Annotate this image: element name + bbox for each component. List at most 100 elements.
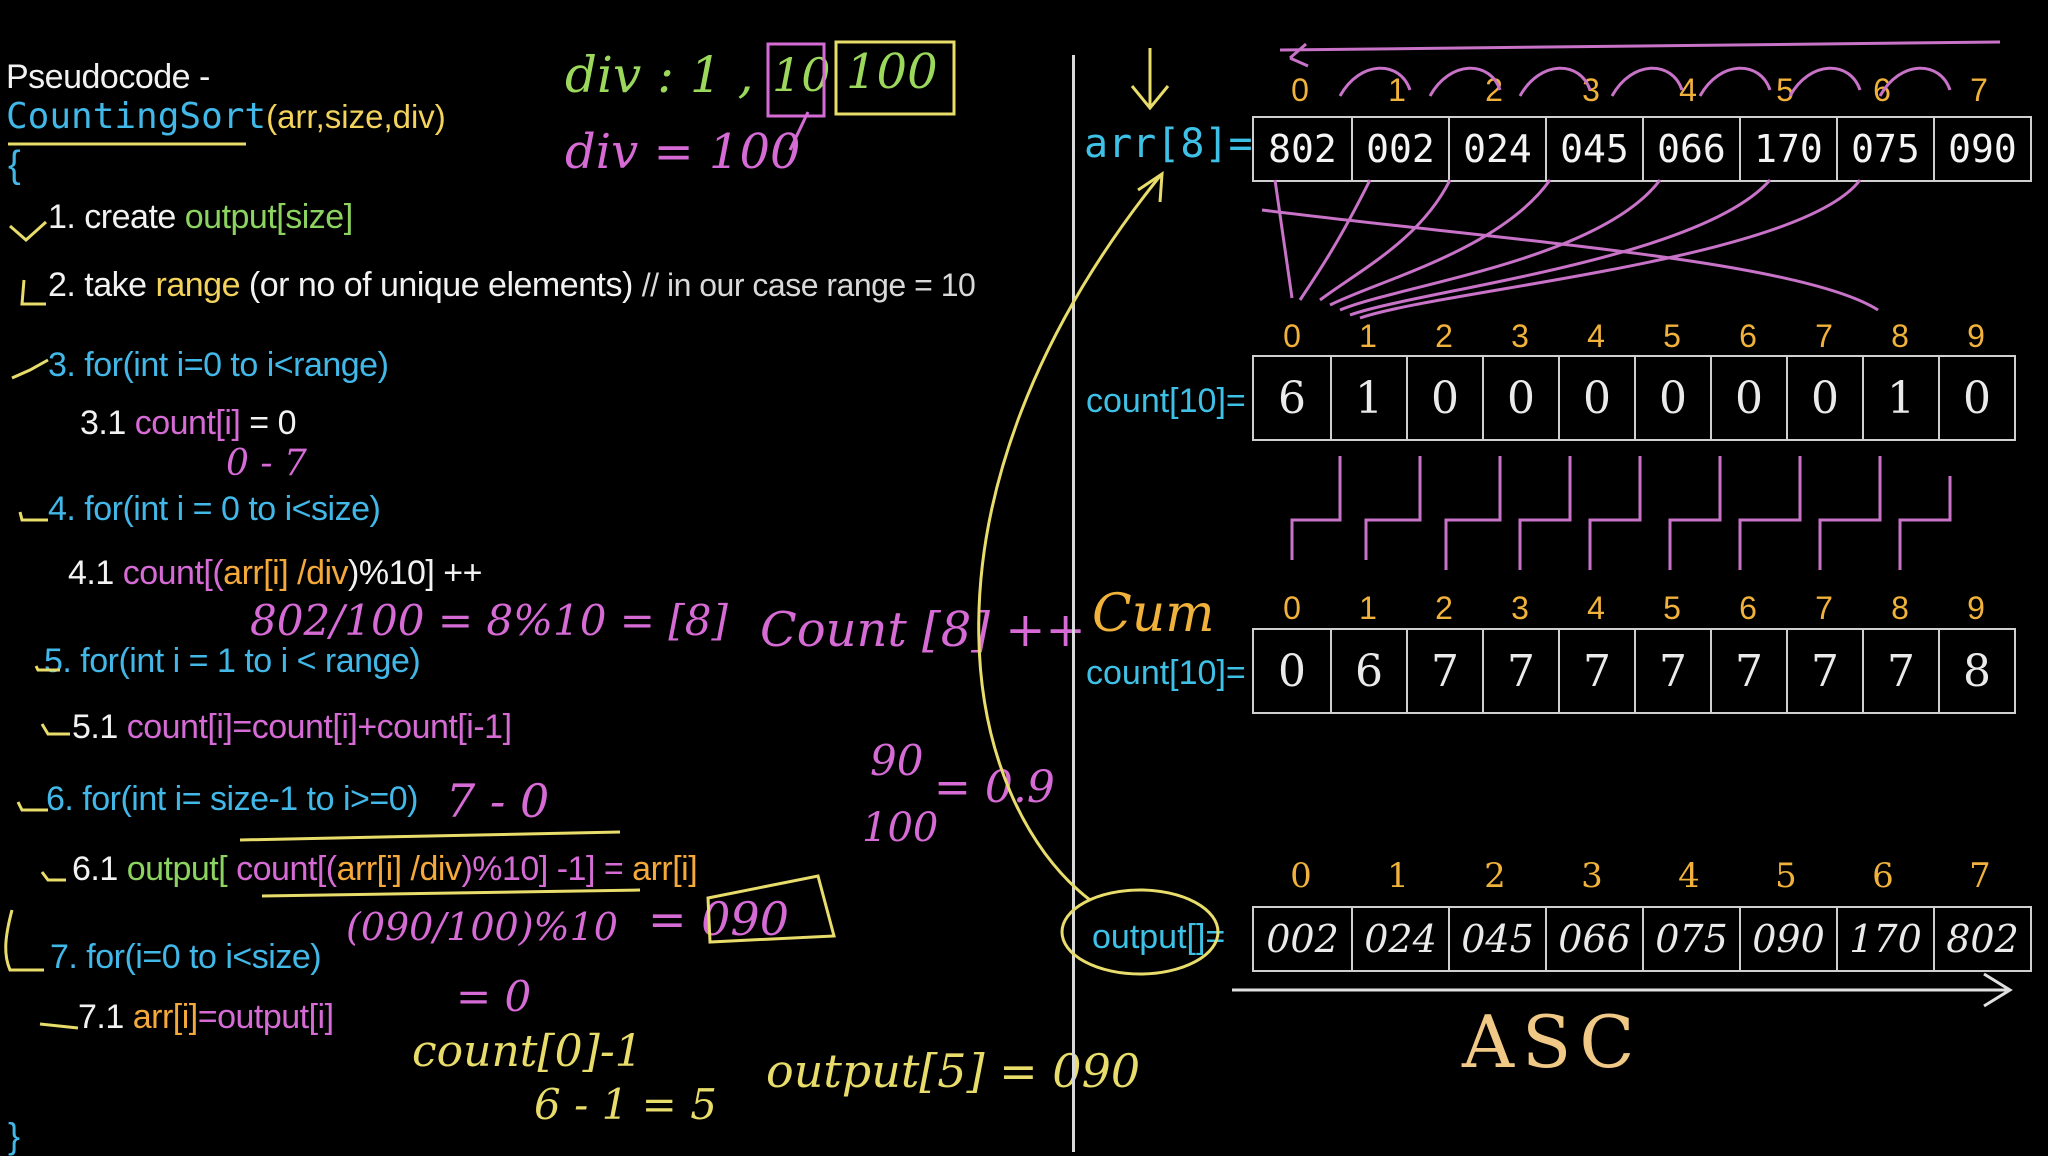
cum-count-index: 0 xyxy=(1283,590,1301,626)
step-2-text: 2. take xyxy=(48,266,156,304)
count-cell: 0 xyxy=(1558,357,1634,439)
cum-count-cell: 8 xyxy=(1938,630,2014,712)
count-cell: 0 xyxy=(1938,357,2014,439)
step-3: 3. for(int i=0 to i<range) xyxy=(48,346,389,384)
count-index: 7 xyxy=(1815,318,1833,354)
count-index: 5 xyxy=(1663,318,1681,354)
step-2-range: range xyxy=(155,266,241,304)
arr-cell: 090 xyxy=(1933,118,2030,180)
step-6: 6. for(int i= size-1 to i>=0) xyxy=(46,780,418,818)
calc-90-numerator: 90 xyxy=(870,736,924,785)
count-cell: 0 xyxy=(1786,357,1862,439)
close-brace: } xyxy=(8,1115,21,1156)
count-cell: 0 xyxy=(1482,357,1558,439)
step-6-1-count: count[( xyxy=(227,850,337,888)
step-6-1-value: arr[i] xyxy=(632,850,698,888)
open-brace: { xyxy=(8,144,21,186)
calc-90-denominator: 100 xyxy=(862,805,939,851)
cum-count-index: 7 xyxy=(1815,590,1833,626)
function-signature: CountingSort(arr,size,div) xyxy=(6,98,446,135)
arr-index: 2 xyxy=(1485,72,1503,108)
step-check-marks xyxy=(4,220,79,1030)
arr-index: 6 xyxy=(1873,72,1891,108)
cum-count-cell: 7 xyxy=(1786,630,1862,712)
arr-cell: 045 xyxy=(1545,118,1642,180)
step-5: 5. for(int i = 1 to i < range) xyxy=(44,642,421,680)
count-index: 6 xyxy=(1739,318,1757,354)
step-2: 2. take range (or no of unique elements)… xyxy=(48,266,976,304)
div-value-100: 100 xyxy=(846,44,938,100)
cumulative-label: Cum xyxy=(1092,584,1215,644)
output-expr-overline xyxy=(239,830,621,842)
cum-count-cell: 7 xyxy=(1406,630,1482,712)
ascending-label: ASC xyxy=(1462,1000,1643,1084)
count-label: count[10]= xyxy=(1086,382,1246,420)
count0-minus-1: count[0]-1 xyxy=(412,1026,643,1077)
cum-count-cell: 7 xyxy=(1558,630,1634,712)
output-label: output[]= xyxy=(1092,918,1226,956)
down-arrow-icon xyxy=(1130,48,1170,111)
step-6-1: 6.1 output[ count[(arr[i] /div)%10] -1] … xyxy=(72,850,698,888)
calc-90-result: = 0.9 xyxy=(934,762,1055,813)
output-cell: 090 xyxy=(1739,908,1836,970)
output-to-arr-curve xyxy=(977,171,1220,976)
step-7-1-output: =output[i] xyxy=(197,998,334,1036)
step-3-1-count: count[i] xyxy=(134,404,241,442)
count-index: 2 xyxy=(1435,318,1453,354)
cum-count-index: 8 xyxy=(1891,590,1909,626)
count-index: 4 xyxy=(1587,318,1605,354)
step-3-1-num: 3.1 xyxy=(80,404,135,442)
arr-cell: 170 xyxy=(1739,118,1836,180)
arr-index: 5 xyxy=(1776,72,1794,108)
output-index: 6 xyxy=(1872,856,1894,896)
step-6-1-output: output[ xyxy=(126,850,228,888)
count-cell: 1 xyxy=(1862,357,1938,439)
cum-count-index: 5 xyxy=(1663,590,1681,626)
count-index: 1 xyxy=(1359,318,1377,354)
div-current-value: div = 100 xyxy=(565,124,801,180)
calc-count-increment: Count [8] ++ xyxy=(760,602,1086,658)
count-index: 8 xyxy=(1891,318,1909,354)
output5-assign: output[5] = 090 xyxy=(766,1044,1141,1098)
step-5-1-formula: count[i]=count[i]+count[i-1] xyxy=(126,708,512,746)
range-annotation: 0 - 7 xyxy=(226,443,307,484)
arr-index: 3 xyxy=(1582,72,1600,108)
pseudocode-heading: Pseudocode - xyxy=(6,58,210,96)
output-index: 1 xyxy=(1387,856,1409,896)
arr-index: 1 xyxy=(1388,72,1406,108)
output-cell: 075 xyxy=(1642,908,1739,970)
output-index: 2 xyxy=(1484,856,1506,896)
count-cell: 0 xyxy=(1634,357,1710,439)
arr-to-count-lines xyxy=(1261,179,1879,320)
arr-index: 4 xyxy=(1679,72,1697,108)
step-7: 7. for(i=0 to i<size) xyxy=(50,938,322,976)
output-index: 0 xyxy=(1290,856,1312,896)
cum-count-cell: 7 xyxy=(1862,630,1938,712)
arr-cell: 024 xyxy=(1448,118,1545,180)
calc-digit-802: 802/100 = 8%10 = [8] xyxy=(250,596,728,645)
output-cell: 170 xyxy=(1836,908,1933,970)
cum-count-index: 9 xyxy=(1967,590,1985,626)
cum-count-cell: 6 xyxy=(1330,630,1406,712)
step-1: 1. create output[size] xyxy=(48,200,353,234)
cum-count-index: 3 xyxy=(1511,590,1529,626)
cumulative-arrows xyxy=(1290,456,1952,570)
step-1-text: 1. create xyxy=(48,198,185,236)
calc-equals-zero: = 0 xyxy=(456,972,532,1021)
step-2-note: (or no of unique elements) xyxy=(239,266,642,304)
arr-index: 7 xyxy=(1970,72,1988,108)
step-4: 4. for(int i = 0 to i<size) xyxy=(48,490,381,528)
step-6-1-tail: )%10] -1] = xyxy=(461,850,633,888)
equals-090: = 090 xyxy=(648,892,789,946)
arr-cell: 802 xyxy=(1268,127,1337,171)
cum-count-cell: 7 xyxy=(1482,630,1558,712)
cum-count-index: 1 xyxy=(1359,590,1377,626)
output-index: 3 xyxy=(1581,856,1603,896)
output-cell: 802 xyxy=(1933,908,2030,970)
output-index: 7 xyxy=(1969,856,1991,896)
count-cell: 0 xyxy=(1710,357,1786,439)
count-cell: 6 xyxy=(1278,372,1306,424)
arr-cell: 002 xyxy=(1351,118,1448,180)
